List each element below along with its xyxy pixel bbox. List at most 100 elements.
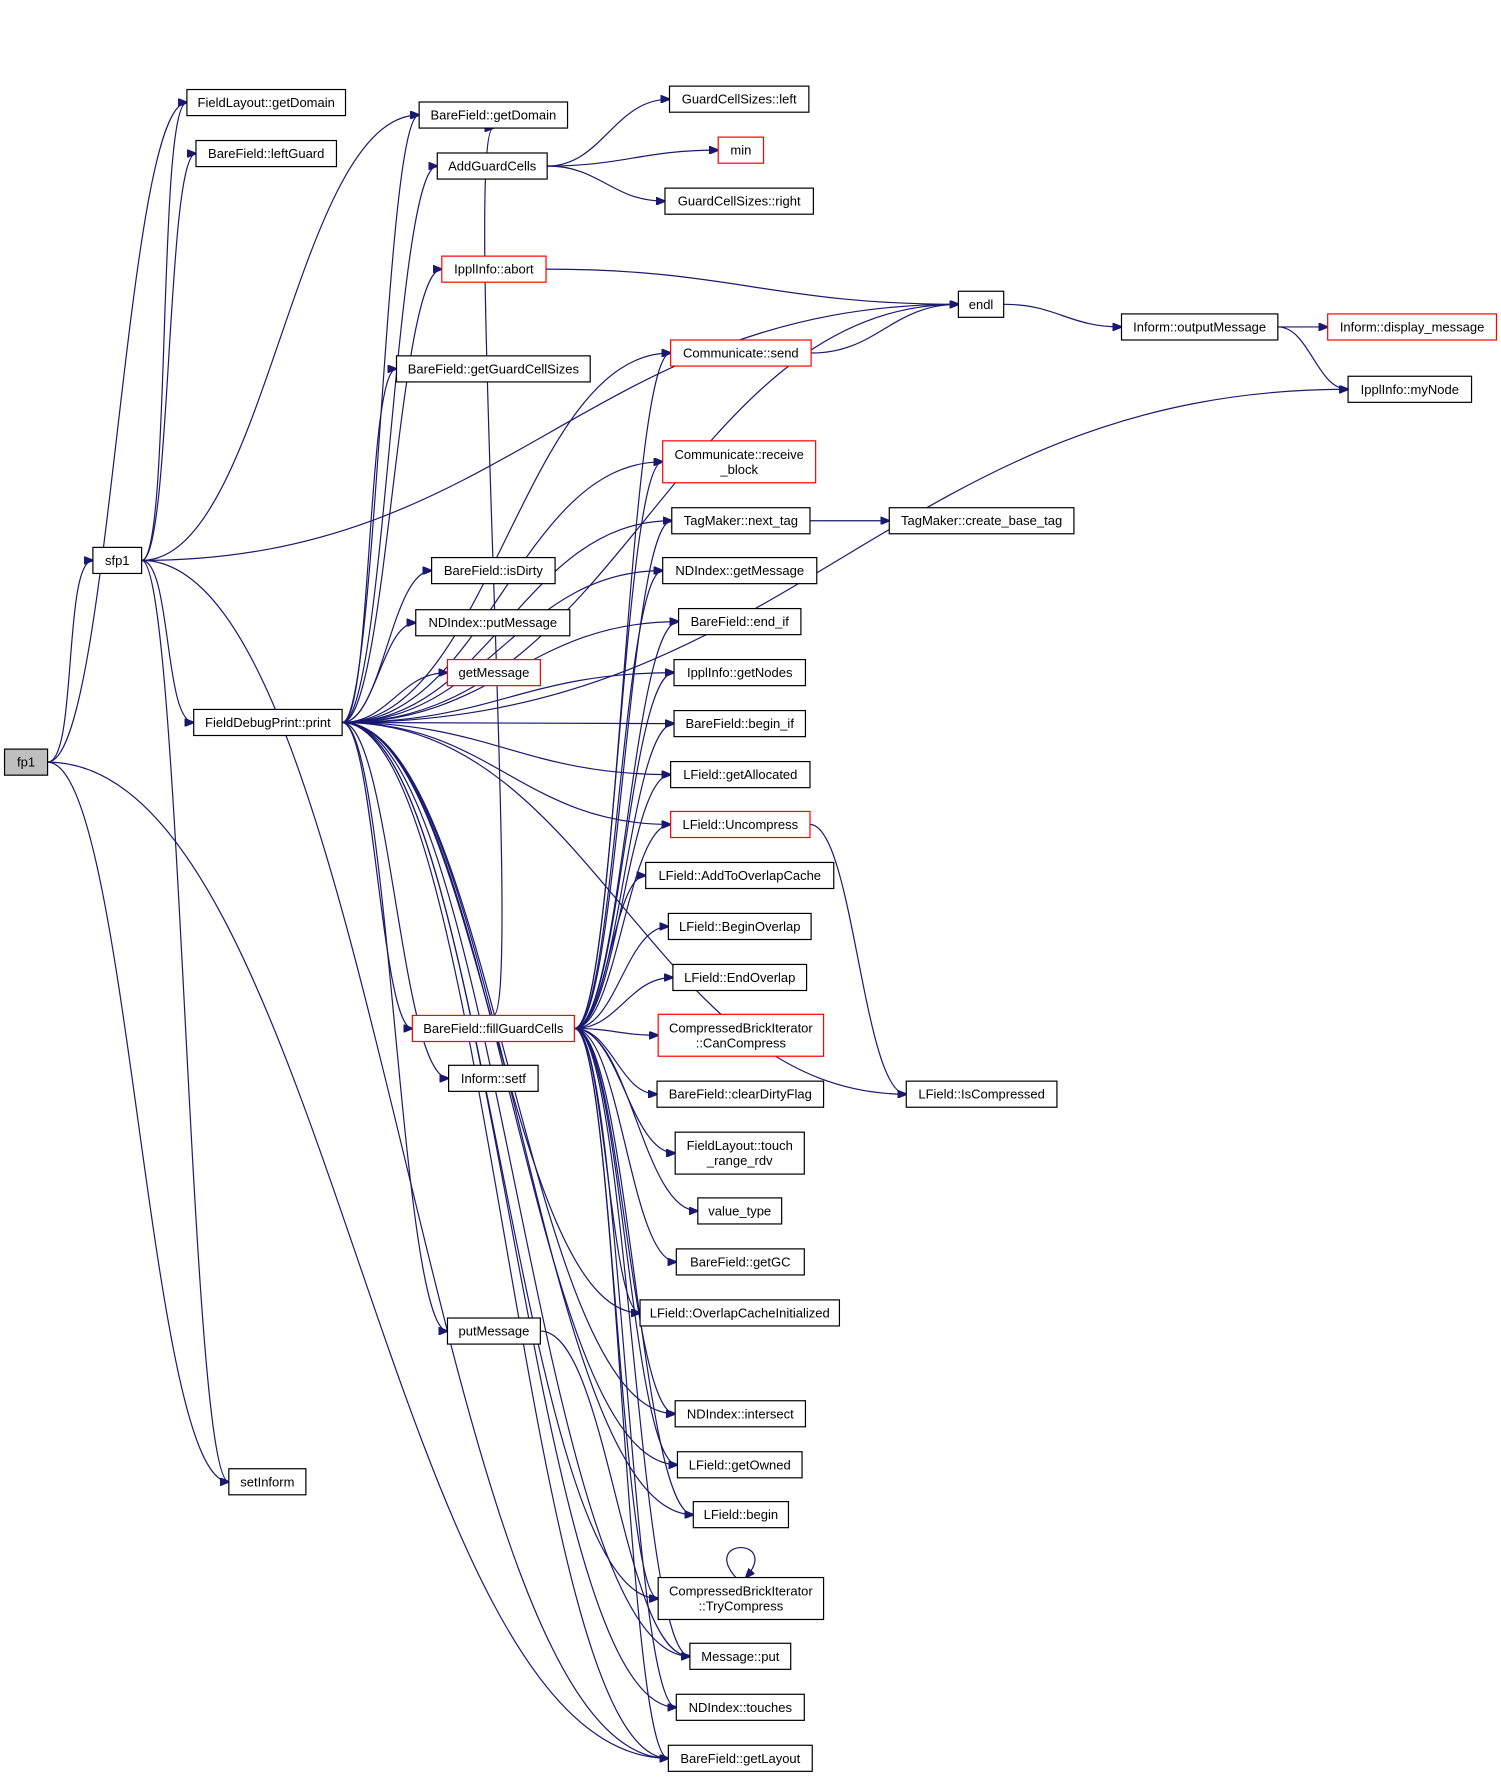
node-box[interactable] (672, 963, 808, 992)
node-bf_getDomain[interactable]: BareField::getDomain (418, 101, 569, 129)
node-box[interactable] (689, 1642, 792, 1670)
node-box[interactable] (664, 187, 814, 215)
node-box[interactable] (446, 658, 541, 687)
node-gcs_right[interactable]: GuardCellSizes::right (664, 187, 814, 215)
node-bf_getLayout[interactable]: BareField::getLayout (667, 1744, 813, 1772)
node-endl[interactable]: endl (957, 290, 1005, 318)
node-box[interactable] (674, 1131, 805, 1175)
node-box[interactable] (657, 1576, 825, 1621)
node-box[interactable] (667, 912, 812, 941)
node-box[interactable] (670, 760, 811, 789)
node-lf_overlapCacheInit[interactable]: LField::OverlapCacheInitialized (639, 1299, 841, 1327)
node-bf_getGuardCellSizes[interactable]: BareField::getGuardCellSizes (395, 355, 591, 383)
node-box[interactable] (411, 1014, 575, 1043)
node-box[interactable] (448, 1064, 539, 1092)
node-cbi_canCompress[interactable]: CompressedBrickIterator::CanCompress (657, 1013, 825, 1057)
node-ndi_intersect[interactable]: NDIndex::intersect (674, 1400, 807, 1428)
node-box[interactable] (673, 709, 807, 738)
node-comm_send[interactable]: Communicate::send (670, 339, 812, 367)
node-inform_display_message[interactable]: Inform::display_message (1327, 313, 1498, 341)
node-box[interactable] (671, 507, 811, 535)
node-box[interactable] (395, 355, 591, 383)
node-box[interactable] (436, 152, 548, 180)
node-box[interactable] (697, 1197, 783, 1225)
node-box[interactable] (674, 1400, 807, 1428)
node-box[interactable] (662, 556, 818, 585)
node-ippl_myNode[interactable]: IpplInfo::myNode (1347, 375, 1473, 403)
node-box[interactable] (692, 1501, 790, 1529)
node-box[interactable] (3, 748, 49, 776)
node-fl_getDomain[interactable]: FieldLayout::getDomain (186, 88, 347, 117)
node-box[interactable] (662, 440, 817, 484)
node-getMessage[interactable]: getMessage (446, 658, 541, 687)
node-lf_uncompress[interactable]: LField::Uncompress (670, 810, 811, 839)
node-ndi_touches[interactable]: NDIndex::touches (675, 1693, 805, 1721)
node-lf_getAllocated[interactable]: LField::getAllocated (670, 760, 811, 789)
node-box[interactable] (446, 1317, 541, 1345)
node-lf_addToOverlapCache[interactable]: LField::AddToOverlapCache (645, 861, 835, 890)
node-fl_touch_range_rdv[interactable]: FieldLayout::touch_range_rdv (674, 1131, 805, 1175)
node-bf_fillGuardCells[interactable]: BareField::fillGuardCells (411, 1014, 575, 1043)
node-box[interactable] (905, 1080, 1058, 1108)
node-value_type[interactable]: value_type (697, 1197, 783, 1225)
node-box[interactable] (676, 1451, 803, 1479)
node-fdp_print[interactable]: FieldDebugPrint::print (193, 708, 343, 737)
node-bf_begin_if[interactable]: BareField::begin_if (673, 709, 807, 738)
node-inform_setf[interactable]: Inform::setf (448, 1064, 539, 1092)
node-lf_isCompressed[interactable]: LField::IsCompressed (905, 1080, 1058, 1108)
node-box[interactable] (186, 88, 347, 117)
node-tm_next_tag[interactable]: TagMaker::next_tag (671, 507, 811, 535)
node-box[interactable] (441, 255, 547, 283)
node-box[interactable] (431, 556, 556, 585)
node-fp1[interactable]: fp1 (3, 748, 49, 776)
node-box[interactable] (418, 101, 569, 129)
node-box[interactable] (657, 1013, 825, 1057)
node-putMessage[interactable]: putMessage (446, 1317, 541, 1345)
node-addGuardCells[interactable]: AddGuardCells (436, 152, 548, 180)
node-bf_leftGuard[interactable]: BareField::leftGuard (195, 139, 338, 168)
node-tm_create_base_tag[interactable]: TagMaker::create_base_tag (888, 507, 1075, 535)
node-lf_endOverlap[interactable]: LField::EndOverlap (672, 963, 808, 992)
node-box[interactable] (675, 1248, 805, 1276)
node-bf_getGC[interactable]: BareField::getGC (675, 1248, 805, 1276)
node-setInform[interactable]: setInform (228, 1468, 307, 1496)
node-bf_end_if[interactable]: BareField::end_if (677, 607, 802, 636)
node-box[interactable] (656, 1080, 825, 1108)
node-box[interactable] (668, 85, 810, 113)
node-box[interactable] (670, 339, 812, 367)
node-bf_clearDirtyFlag[interactable]: BareField::clearDirtyFlag (656, 1080, 825, 1108)
node-box[interactable] (193, 708, 343, 737)
node-box[interactable] (195, 139, 338, 168)
node-box[interactable] (415, 609, 571, 637)
node-box[interactable] (888, 507, 1075, 535)
node-box[interactable] (639, 1299, 841, 1327)
node-bf_isDirty[interactable]: BareField::isDirty (431, 556, 556, 585)
node-sfp1[interactable]: sfp1 (92, 546, 143, 575)
node-box[interactable] (228, 1468, 307, 1496)
node-ippl_abort[interactable]: IpplInfo::abort (441, 255, 547, 283)
node-box[interactable] (675, 1693, 805, 1721)
node-inform_outputMessage[interactable]: Inform::outputMessage (1120, 313, 1279, 341)
node-box[interactable] (677, 607, 802, 636)
node-message_put[interactable]: Message::put (689, 1642, 792, 1670)
node-ippl_getNodes[interactable]: IpplInfo::getNodes (673, 658, 807, 687)
node-min[interactable]: min (717, 136, 765, 164)
node-lf_begin[interactable]: LField::begin (692, 1501, 790, 1529)
node-box[interactable] (717, 136, 765, 164)
node-cbi_tryCompress[interactable]: CompressedBrickIterator::TryCompress (657, 1576, 825, 1621)
node-box[interactable] (1120, 313, 1279, 341)
node-box[interactable] (957, 290, 1005, 318)
node-box[interactable] (667, 1744, 813, 1772)
node-ndi_getMessage[interactable]: NDIndex::getMessage (662, 556, 818, 585)
node-ndi_putMessage[interactable]: NDIndex::putMessage (415, 609, 571, 637)
node-lf_getOwned[interactable]: LField::getOwned (676, 1451, 803, 1479)
node-box[interactable] (1327, 313, 1498, 341)
node-gcs_left[interactable]: GuardCellSizes::left (668, 85, 810, 113)
node-box[interactable] (670, 810, 811, 839)
node-box[interactable] (92, 546, 143, 575)
node-box[interactable] (1347, 375, 1473, 403)
node-box[interactable] (673, 658, 807, 687)
node-lf_beginOverlap[interactable]: LField::BeginOverlap (667, 912, 812, 941)
node-box[interactable] (645, 861, 835, 890)
node-comm_receive[interactable]: Communicate::receive_block (662, 440, 817, 484)
